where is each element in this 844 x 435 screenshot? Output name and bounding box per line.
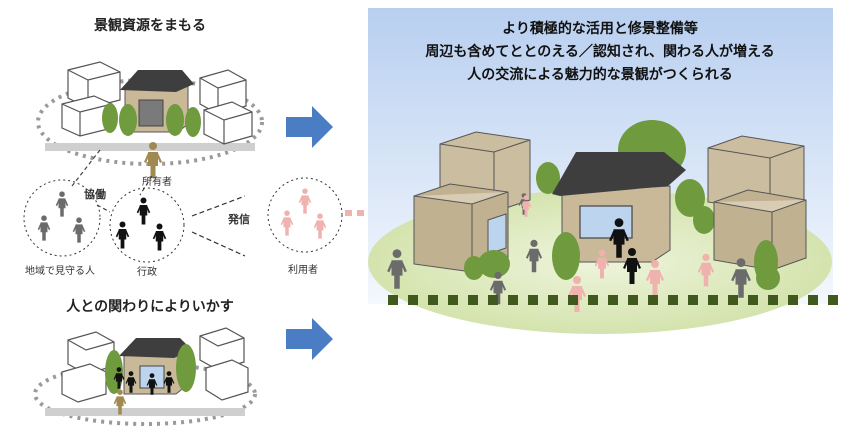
panel-line-2: 周辺も含めてととのえる／認知され、関わる人が増える bbox=[425, 43, 774, 60]
fence-post bbox=[468, 295, 478, 305]
fence-post bbox=[408, 295, 418, 305]
link-owner-gov bbox=[139, 175, 153, 196]
white-building-right bbox=[199, 69, 253, 145]
link-community-gov bbox=[96, 204, 111, 213]
panel-building-left bbox=[413, 131, 531, 273]
fence-post bbox=[788, 295, 798, 305]
panel-building-right bbox=[707, 135, 807, 271]
arrow-bottom bbox=[286, 318, 333, 360]
panel-line-1: より積極的な活用と修景整備等 bbox=[502, 20, 698, 37]
user-circle bbox=[267, 177, 343, 253]
fence bbox=[388, 295, 838, 305]
fence-post bbox=[448, 295, 458, 305]
fence-post bbox=[748, 295, 758, 305]
user-people bbox=[280, 188, 327, 239]
fence-post bbox=[608, 295, 618, 305]
fence-post bbox=[668, 295, 678, 305]
government-label: 行政 bbox=[137, 265, 157, 278]
fence-post bbox=[648, 295, 658, 305]
trees-top-left bbox=[102, 103, 201, 137]
arrow-top bbox=[286, 106, 333, 148]
dispatch-line-upper bbox=[191, 195, 246, 217]
panel-line-3: 人の交流による魅力的な景観がつくられる bbox=[467, 66, 733, 83]
community-people bbox=[37, 191, 86, 243]
protection-boundary bbox=[36, 78, 264, 166]
bottom-boundary bbox=[33, 362, 257, 426]
bottom-ground-strip bbox=[45, 408, 245, 416]
fence-post bbox=[588, 295, 598, 305]
right-panel: より積極的な活用と修景整備等 周辺も含めてととのえる／認知され、関わる人が増える… bbox=[368, 8, 838, 334]
fence-post bbox=[528, 295, 538, 305]
fence-post bbox=[488, 295, 498, 305]
fence-post bbox=[628, 295, 638, 305]
fence-post bbox=[688, 295, 698, 305]
trees-bottom bbox=[105, 344, 196, 394]
collab-label: 協働 bbox=[84, 187, 106, 201]
bottom-left-scene: 人との関わりによりいかす bbox=[33, 298, 257, 426]
white-buildings-bottom bbox=[61, 327, 249, 403]
fence-post bbox=[708, 295, 718, 305]
user-label: 利用者 bbox=[288, 264, 318, 276]
dispatch-line-lower bbox=[191, 231, 246, 257]
foreground-trees bbox=[464, 232, 780, 290]
link-owner-community bbox=[71, 149, 101, 187]
white-building-left bbox=[61, 61, 121, 137]
government-circle bbox=[109, 187, 185, 263]
fence-post bbox=[568, 295, 578, 305]
top-left-title: 景観資源をまもる bbox=[94, 17, 206, 34]
fence-post bbox=[548, 295, 558, 305]
government-people bbox=[115, 197, 167, 251]
fence-post bbox=[428, 295, 438, 305]
dispatch-label: 発信 bbox=[227, 212, 250, 226]
owner-label: 所有者 bbox=[142, 175, 172, 188]
fence-post bbox=[508, 295, 518, 305]
bottom-left-title: 人との関わりによりいかす bbox=[66, 298, 234, 315]
collaboration-group: 協働 地域で見守る人 行政 発信 利用者 bbox=[23, 149, 406, 278]
fence-post bbox=[728, 295, 738, 305]
community-label: 地域で見守る人 bbox=[25, 264, 95, 277]
fence-post bbox=[388, 295, 398, 305]
community-circle bbox=[23, 179, 101, 257]
top-left-scene: 景観資源をまもる bbox=[36, 17, 264, 188]
fence-post bbox=[768, 295, 778, 305]
fence-post bbox=[808, 295, 818, 305]
fence-post bbox=[828, 295, 838, 305]
